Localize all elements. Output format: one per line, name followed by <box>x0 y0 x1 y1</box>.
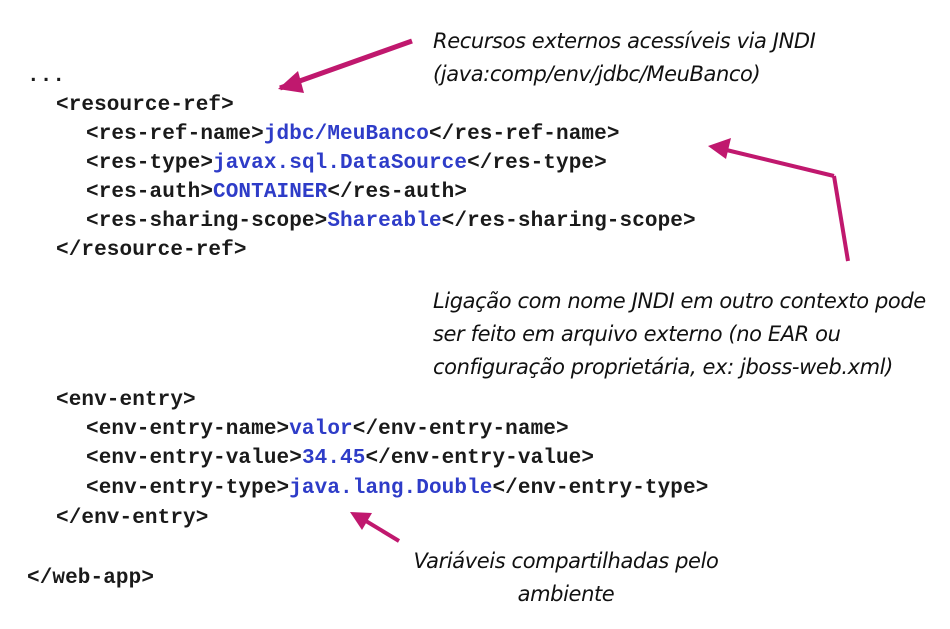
annotation-middle: Ligação com nome JNDI em outro contexto … <box>433 285 926 384</box>
arrow-to-res-ref-name <box>713 145 835 178</box>
annotation-bottom: Variáveis compartilhadas pelo ambiente <box>413 545 719 611</box>
env-entry-name-value: valor <box>289 418 353 441</box>
env-entry-name-line: <env-entry-name>valor</env-entry-name> <box>86 418 569 441</box>
res-type-line: <res-type>javax.sql.DataSource</res-type… <box>86 152 607 175</box>
arrow-to-env-entry-type-head <box>350 512 372 530</box>
env-entry-value-value: 34.45 <box>301 447 366 470</box>
env-entry-open-line: <env-entry> <box>56 389 196 412</box>
web-app-close-line: </web-app> <box>27 567 155 590</box>
res-auth-line: <res-auth>CONTAINER</res-auth> <box>86 181 468 204</box>
annotation-bottom-line-1: Variáveis compartilhadas pelo <box>413 549 719 573</box>
arrow-to-res-ref-name-shaft <box>832 175 850 262</box>
env-entry-close-line: </env-entry> <box>56 507 209 530</box>
resource-ref-close-line: </resource-ref> <box>56 239 247 262</box>
res-ref-name-line: <res-ref-name>jdbc/MeuBanco</res-ref-nam… <box>86 123 620 146</box>
res-type-value: javax.sql.DataSource <box>213 152 468 175</box>
annotation-middle-line-1: Ligação com nome JNDI em outro contexto … <box>433 289 926 313</box>
arrow-to-res-ref-name-head <box>708 138 731 159</box>
annotation-top-line-1: Recursos externos acessíveis via JNDI <box>433 29 816 53</box>
env-entry-value-line: <env-entry-value>34.45</env-entry-value> <box>86 447 595 470</box>
annotation-middle-line-3: configuração proprietária, ex: jboss-web… <box>433 355 893 379</box>
res-sharing-scope-line: <res-sharing-scope>Shareable</res-sharin… <box>86 210 696 233</box>
arrow-to-resource-ref-head <box>278 71 304 93</box>
resource-ref-open-line: <resource-ref> <box>56 94 234 117</box>
arrow-to-resource-ref <box>279 38 413 91</box>
code-ellipsis: ... <box>27 65 66 88</box>
annotation-middle-line-2: ser feito em arquivo externo (no EAR ou <box>433 322 841 346</box>
res-ref-name-value: jdbc/MeuBanco <box>263 123 429 146</box>
env-entry-type-line: <env-entry-type>java.lang.Double</env-en… <box>86 477 709 500</box>
annotation-top: Recursos externos acessíveis via JNDI (j… <box>433 25 816 91</box>
res-sharing-scope-value: Shareable <box>327 210 442 233</box>
res-auth-value: CONTAINER <box>213 181 328 204</box>
annotation-bottom-line-2: ambiente <box>517 582 615 606</box>
env-entry-type-value: java.lang.Double <box>289 477 493 500</box>
annotation-top-line-2: (java:comp/env/jdbc/MeuBanco) <box>433 62 761 86</box>
